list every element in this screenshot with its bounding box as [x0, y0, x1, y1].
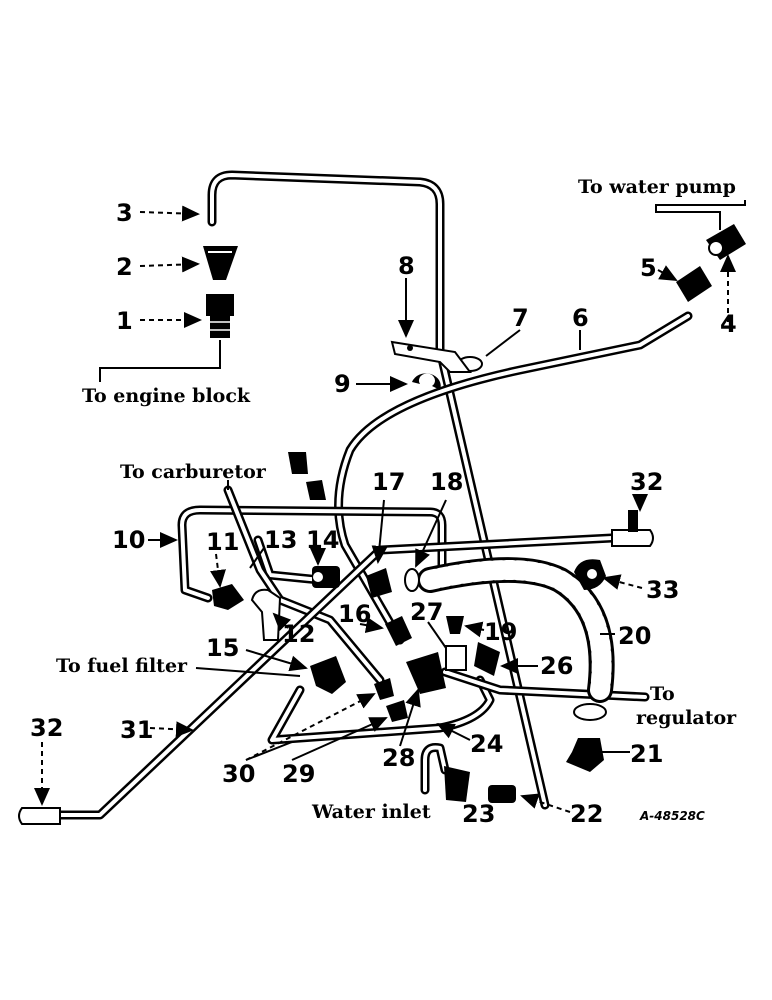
- callout-26: 26: [540, 652, 573, 680]
- callout-28: 28: [382, 744, 415, 772]
- callout-19: 19: [484, 618, 517, 646]
- callout-18: 18: [430, 468, 463, 496]
- bracket-8: [390, 340, 472, 373]
- hose-20: [417, 557, 615, 703]
- callout-12: 12: [282, 620, 315, 648]
- fitting-28: [406, 652, 446, 694]
- callout-5: 5: [640, 254, 657, 282]
- callout-16: 16: [338, 600, 371, 628]
- drawing-id: A-48528C: [639, 809, 705, 823]
- tube-10: [177, 505, 447, 603]
- ring-18: [404, 568, 420, 592]
- fitting-4: [706, 224, 746, 260]
- label-water-inlet: Water inlet: [311, 801, 431, 823]
- callout-3: 3: [116, 199, 133, 227]
- fitting-1: [206, 294, 234, 338]
- fitting-5: [676, 266, 712, 302]
- label-to-water-pump: To water pump: [578, 176, 736, 198]
- tee-32-right: [611, 510, 654, 547]
- callout-24: 24: [470, 730, 503, 758]
- callout-11: 11: [206, 528, 239, 556]
- callout-33: 33: [646, 576, 679, 604]
- callout-20: 20: [618, 622, 651, 650]
- fitting-22: [488, 785, 516, 803]
- callout-6: 6: [572, 304, 589, 332]
- leaders: [34, 200, 746, 813]
- elbow-23: [444, 766, 470, 802]
- clamp-33: [574, 559, 606, 590]
- callout-31: 31: [120, 716, 153, 744]
- fitting-16: [385, 616, 412, 646]
- callout-32-right: 32: [630, 468, 663, 496]
- fitting-14: [312, 566, 340, 588]
- carburetor-fitting: [288, 452, 326, 500]
- callout-13: 13: [264, 526, 297, 554]
- callout-21: 21: [630, 740, 663, 768]
- fitting-17: [366, 568, 392, 598]
- tee-32-left: [18, 807, 61, 825]
- callout-17: 17: [372, 468, 405, 496]
- callout-15: 15: [206, 634, 239, 662]
- callout-4: 4: [720, 310, 737, 338]
- tee-27: [445, 645, 467, 671]
- label-to-carburetor: To carburetor: [120, 461, 267, 483]
- callout-32-left: 32: [30, 714, 63, 742]
- fitting-19: [446, 616, 464, 634]
- callout-9: 9: [334, 370, 351, 398]
- callout-10: 10: [112, 526, 145, 554]
- fitting-30: [374, 678, 394, 700]
- callout-2: 2: [116, 253, 133, 281]
- callout-1: 1: [116, 307, 133, 335]
- callout-27: 27: [410, 598, 443, 626]
- fitting-2: [203, 246, 238, 280]
- tube-3: [207, 170, 550, 810]
- label-to: To: [650, 683, 675, 705]
- callout-30: 30: [222, 760, 255, 788]
- fitting-26: [474, 642, 500, 676]
- callout-8: 8: [398, 252, 415, 280]
- fitting-11: [212, 584, 244, 610]
- tube-water-inlet: [420, 743, 450, 795]
- clamp-9: [412, 373, 441, 390]
- callout-22: 22: [570, 800, 603, 828]
- fitting-29: [386, 700, 408, 722]
- fitting-15: [310, 656, 346, 694]
- callout-23: 23: [462, 800, 495, 828]
- callout-29: 29: [282, 760, 315, 788]
- label-to-fuel-filter: To fuel filter: [56, 655, 188, 677]
- label-regulator: regulator: [636, 707, 737, 729]
- callout-14: 14: [306, 526, 339, 554]
- elbow-21: [566, 738, 604, 772]
- tube-31: [53, 533, 617, 820]
- clamp-regulator: [573, 703, 607, 721]
- label-to-engine-block: To engine block: [82, 385, 251, 407]
- callout-7: 7: [512, 304, 529, 332]
